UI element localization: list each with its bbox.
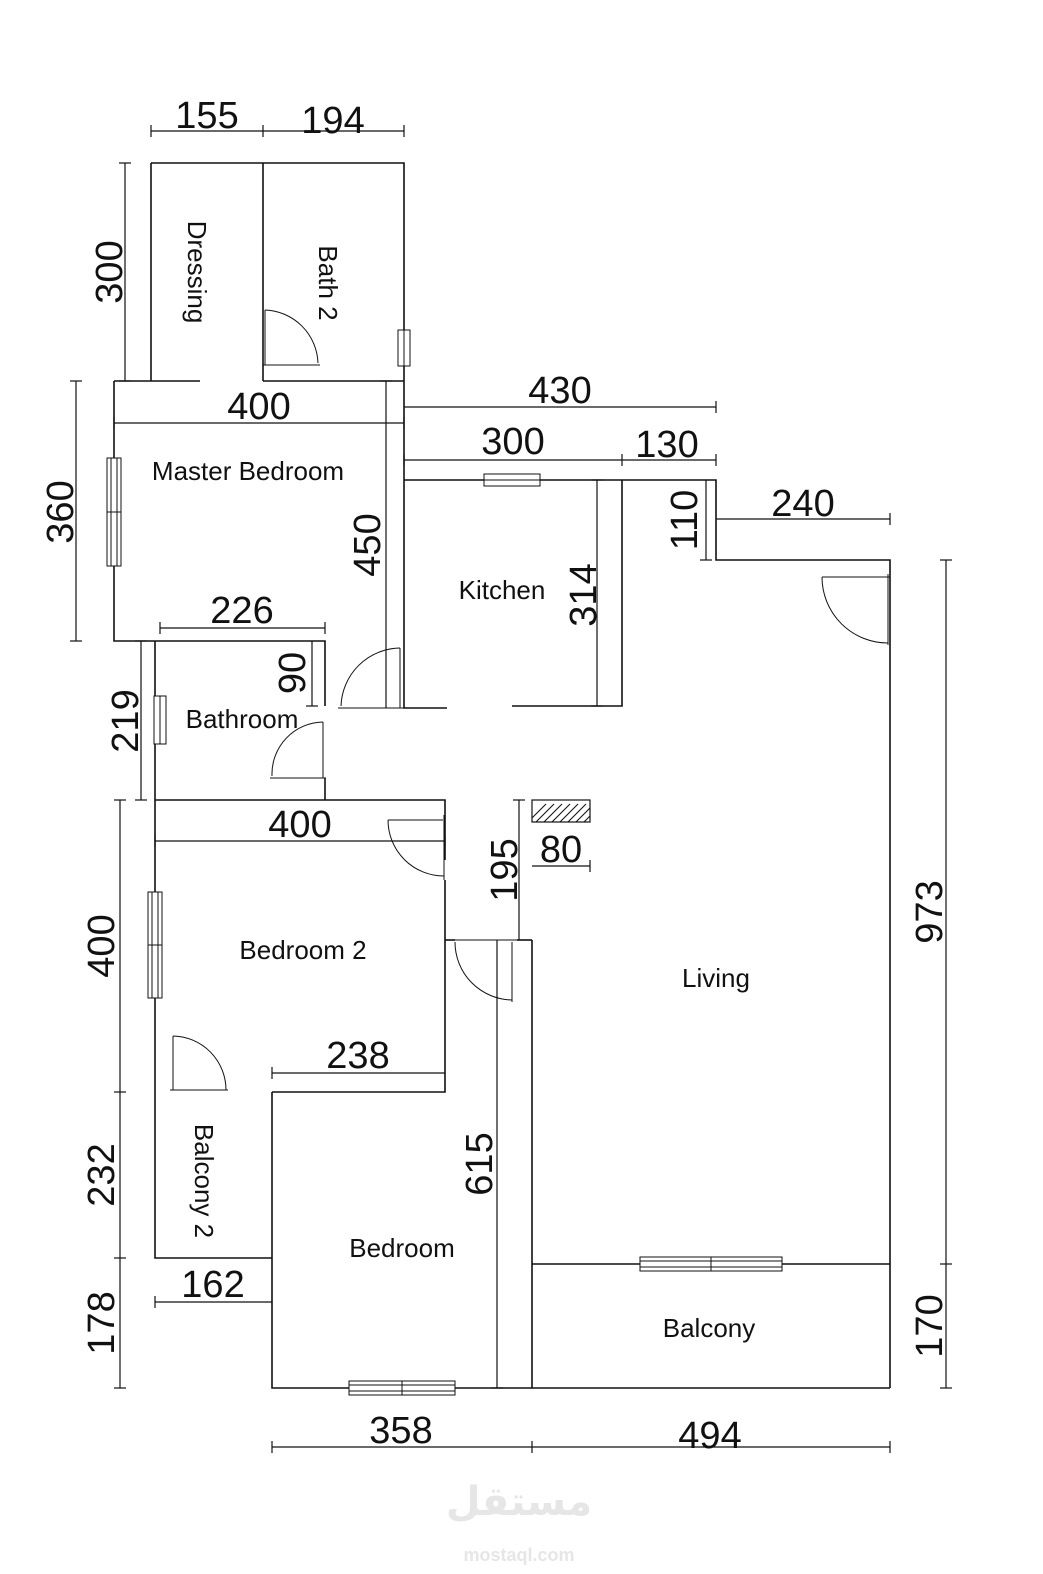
room-label-master-bedroom: Master Bedroom: [152, 456, 344, 486]
room-label-kitchen: Kitchen: [459, 575, 546, 605]
dim-column-size: 80: [540, 829, 582, 871]
room-label-bathroom: Bathroom: [186, 704, 299, 734]
walls: [113, 162, 891, 1389]
room-labels: Dressing Bath 2 Master Bedroom Kitchen B…: [152, 221, 755, 1343]
window-living-balcony: [639, 1256, 783, 1272]
dim-kitchen-height: 314: [563, 563, 605, 626]
watermark: مستقل mostaql.com: [446, 1479, 592, 1565]
doors: [170, 309, 890, 1091]
watermark-url: mostaql.com: [463, 1545, 574, 1565]
room-label-bedroom2: Bedroom 2: [239, 935, 366, 965]
dim-bedroom2-width: 400: [268, 804, 331, 846]
dimension-labels: 155 194 300 360 400 430 300 130 110 240 …: [40, 95, 951, 1457]
dim-bathroom-height: 219: [105, 689, 147, 752]
window-bath2: [397, 329, 411, 367]
room-label-bath2: Bath 2: [313, 245, 343, 320]
dim-bottom-left: 178: [81, 1291, 123, 1354]
dim-corridor-height: 450: [347, 513, 389, 576]
room-label-bedroom: Bedroom: [349, 1233, 455, 1263]
dim-hall-height: 195: [484, 838, 526, 901]
dim-bedroom-width: 358: [369, 1410, 432, 1452]
dim-balcony-height: 170: [909, 1294, 951, 1357]
room-label-balcony2: Balcony 2: [189, 1124, 219, 1238]
dim-top-right-run: 430: [528, 370, 591, 412]
dim-living-height: 973: [909, 880, 951, 943]
window-kitchen: [483, 473, 541, 487]
dim-bathroom-wall: 90: [272, 652, 314, 694]
dim-notch-width: 130: [635, 424, 698, 466]
dim-bedroom2-lower: 238: [326, 1035, 389, 1077]
dim-balcony2-height: 232: [81, 1143, 123, 1206]
dim-balcony2-width: 162: [181, 1264, 244, 1306]
dim-living-width: 494: [678, 1415, 741, 1457]
dim-bath2-width: 194: [301, 100, 364, 142]
window-master: [106, 457, 122, 567]
windows: [106, 329, 783, 1396]
window-bedroom2: [147, 891, 163, 999]
dim-dressing-height: 300: [89, 240, 131, 303]
dim-entry-step: 240: [771, 483, 834, 525]
dimension-lines: [70, 125, 952, 1453]
dim-bedroom-height: 615: [459, 1132, 501, 1195]
dim-kitchen-width: 300: [481, 421, 544, 463]
window-bedroom: [348, 1380, 456, 1396]
watermark-logo: مستقل: [446, 1479, 592, 1525]
room-label-dressing: Dressing: [182, 221, 212, 324]
dim-master-height: 360: [40, 480, 82, 543]
dim-dressing-width: 155: [175, 95, 238, 137]
dim-notch-height: 110: [664, 490, 706, 551]
window-bathroom: [153, 695, 167, 745]
room-label-balcony: Balcony: [663, 1313, 756, 1343]
dim-master-width: 400: [227, 386, 290, 428]
dim-bedroom2-height: 400: [81, 914, 123, 977]
room-label-living: Living: [682, 963, 750, 993]
dim-bathroom-width: 226: [210, 590, 273, 632]
